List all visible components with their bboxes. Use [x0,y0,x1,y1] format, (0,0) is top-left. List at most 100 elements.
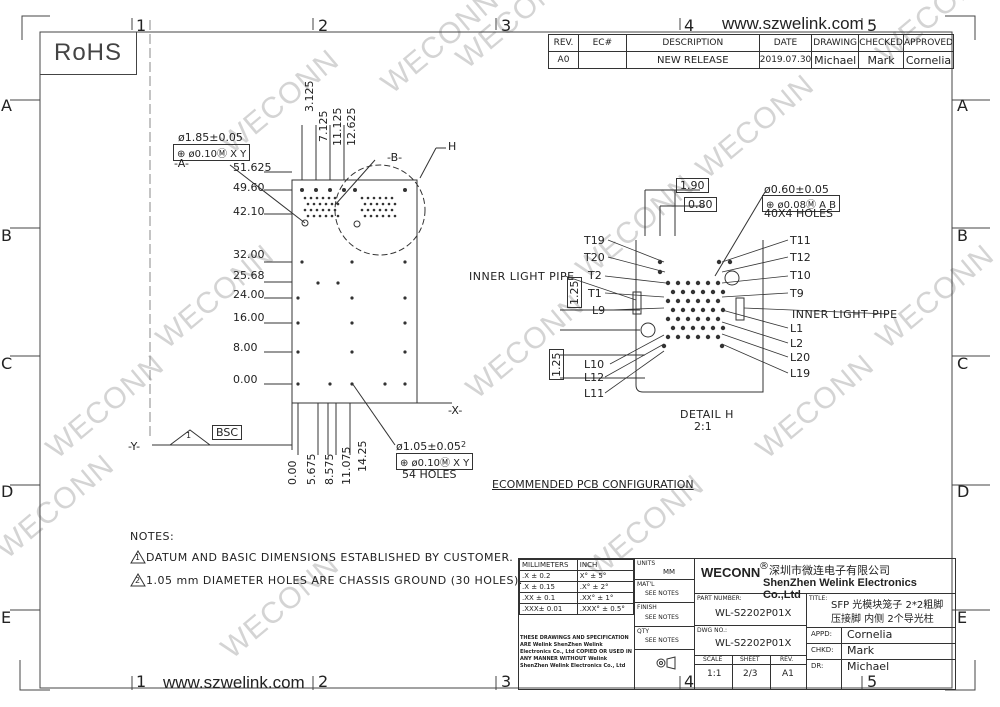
datum-x: -X- [448,404,463,417]
rev-col: REV. [548,34,579,52]
disclaimer: THESE DRAWINGS AND SPECIFICATION ARE Wel… [520,635,632,669]
pin-label-t1: T1 [588,287,602,300]
pin-label-l12: L12 [584,371,605,384]
units-column: UNITS MM MAT'L SEE NOTES FINISH SEE NOTE… [634,559,695,689]
datum-a: -A- [174,157,189,170]
pin-label-t11: T11 [790,234,811,247]
zone-b-right: B [957,226,968,245]
approvals-box: APPD: Cornelia CHKD: Mark DR: Michael [806,627,956,689]
zone-b-left: B [1,226,12,245]
detail-title: DETAIL H [680,408,734,421]
pin-label-l19: L19 [790,367,811,380]
pcb-caption: ECOMMENDED PCB CONFIGURATION [492,478,694,491]
scale-value: 1:1 [707,669,722,679]
chassis-hole-count: 54 HOLES [402,468,457,481]
left-dim-8: 8.00 [233,341,258,354]
pcb-fcf-1: ⊕ ø0.10Ⓜ X Y [173,144,251,161]
matl-value: SEE NOTES [645,590,679,597]
detail-hole-tolerance: ø0.60±0.05 [764,183,829,196]
detail-outline [635,240,764,393]
zone-a-right: A [957,96,968,115]
detail-dim-4: 1.25 [545,349,564,380]
tol-cell: .X ± 0.2 [519,570,578,582]
zone-3-bottom: 3 [501,672,512,691]
note-item-1: 1 DATUM AND BASIC DIMENSIONS ESTABLISHED… [130,550,513,564]
zone-2-bottom: 2 [318,672,329,691]
zone-e-left: E [1,608,12,627]
note-triangle-icon: 1 [130,550,146,564]
company-name-cn: 深圳市微连电子有限公司 [769,564,890,577]
datum-b: -B- [387,151,403,164]
part-number-value: WL-S2202P01X [715,608,792,619]
tol-mm-header: MILLIMETERS [519,559,578,571]
pin-label-l11: L11 [584,387,605,400]
rev-label: REV. [780,656,794,663]
rev-value: A1 [782,669,794,679]
website-url-top[interactable]: www.szwelink.com [722,14,864,33]
dr-value: Michael [847,660,890,673]
title-line-1: SFP 光模块笼子 2*2粗脚 [831,600,944,611]
tol-inch-header: INCH [576,559,635,571]
zone-2-top: 2 [318,16,329,35]
appd-label: APPD: [811,630,832,638]
detail-dim-2: 0.80 [684,197,717,212]
datum-h-label: H [448,140,457,153]
note-item-2: 2 1.05 mm DIAMETER HOLES ARE CHASSIS GRO… [130,573,523,587]
qty-label: QTY [637,628,650,635]
left-dim-2: 49.60 [233,181,265,194]
pin-label-t2: T2 [588,269,602,282]
company-header: WECONN ® 深圳市微连电子有限公司 ShenZhen Welink Ele… [694,559,956,601]
left-dim-9: 0.00 [233,373,258,386]
chkd-label: CHKD: [811,646,834,654]
zone-1-bottom: 1 [136,672,147,691]
left-dim-4: 32.00 [233,248,265,261]
zone-a-left: A [1,96,12,115]
company-name-en: ShenZhen Welink Electronics Co.,Ltd [763,577,917,601]
tol-cell: .XX° ± 1° [576,592,635,604]
title-box: TITLE: SFP 光模块笼子 2*2粗脚 压接脚 内侧 2个导光柱 [806,593,956,628]
revision-header-row: REV. EC# DESCRIPTION DATE DRAWING CHECKE… [548,34,954,52]
finish-label: FINISH [637,604,657,611]
detail-hole-count: 40X4 HOLES [764,207,834,220]
drawing-cell: Michael [811,51,860,69]
pin-label-t19: T19 [584,234,605,247]
registered-mark: ® [759,561,769,572]
tol-cell: .XX ± 0.1 [519,592,578,604]
left-dim-3: 42.10 [233,205,265,218]
pin-label-l9: L9 [592,304,606,317]
zone-5-bottom: 5 [867,672,878,691]
description-cell: NEW RELEASE [625,51,760,69]
dr-label: DR: [811,662,824,670]
detail-h-circle [334,164,426,256]
revision-row: A0 NEW RELEASE 2019.07.30 Michael Mark C… [548,51,954,69]
zone-4-bottom: 4 [684,672,695,691]
zone-d-right: D [957,482,970,501]
tol-cell: .X ± 0.15 [519,581,578,593]
pin-label-l2: L2 [790,337,804,350]
pcb-fcf-2: ⊕ ø0.10Ⓜ X Y [396,453,474,470]
chassis-hole-tolerance: ø1.05±0.05 [396,440,461,453]
zone-3-top: 3 [501,16,512,35]
tol-cell: .X° ± 2° [576,581,635,593]
website-url-bottom[interactable]: www.szwelink.com [163,673,305,692]
bsc-box: BSC [212,425,243,440]
tol-cell: .XXX° ± 0.5° [576,603,635,615]
pin-label-t20: T20 [584,251,605,264]
pin-label-l1: L1 [790,322,804,335]
approved-cell: Cornelia [903,51,954,69]
tol-cell: .XXX± 0.01 [519,603,578,615]
datum-y: -Y- [128,440,141,453]
units-value: MM [663,568,676,576]
note-triangle-icon: 2 [130,573,146,587]
sheet-label: SHEET [740,656,760,663]
checked-cell: Mark [858,51,904,69]
finish-value: SEE NOTES [645,614,679,621]
notes-title: NOTES: [130,530,175,543]
sheet-value: 2/3 [743,669,758,679]
pin-label-l20: L20 [790,351,811,364]
